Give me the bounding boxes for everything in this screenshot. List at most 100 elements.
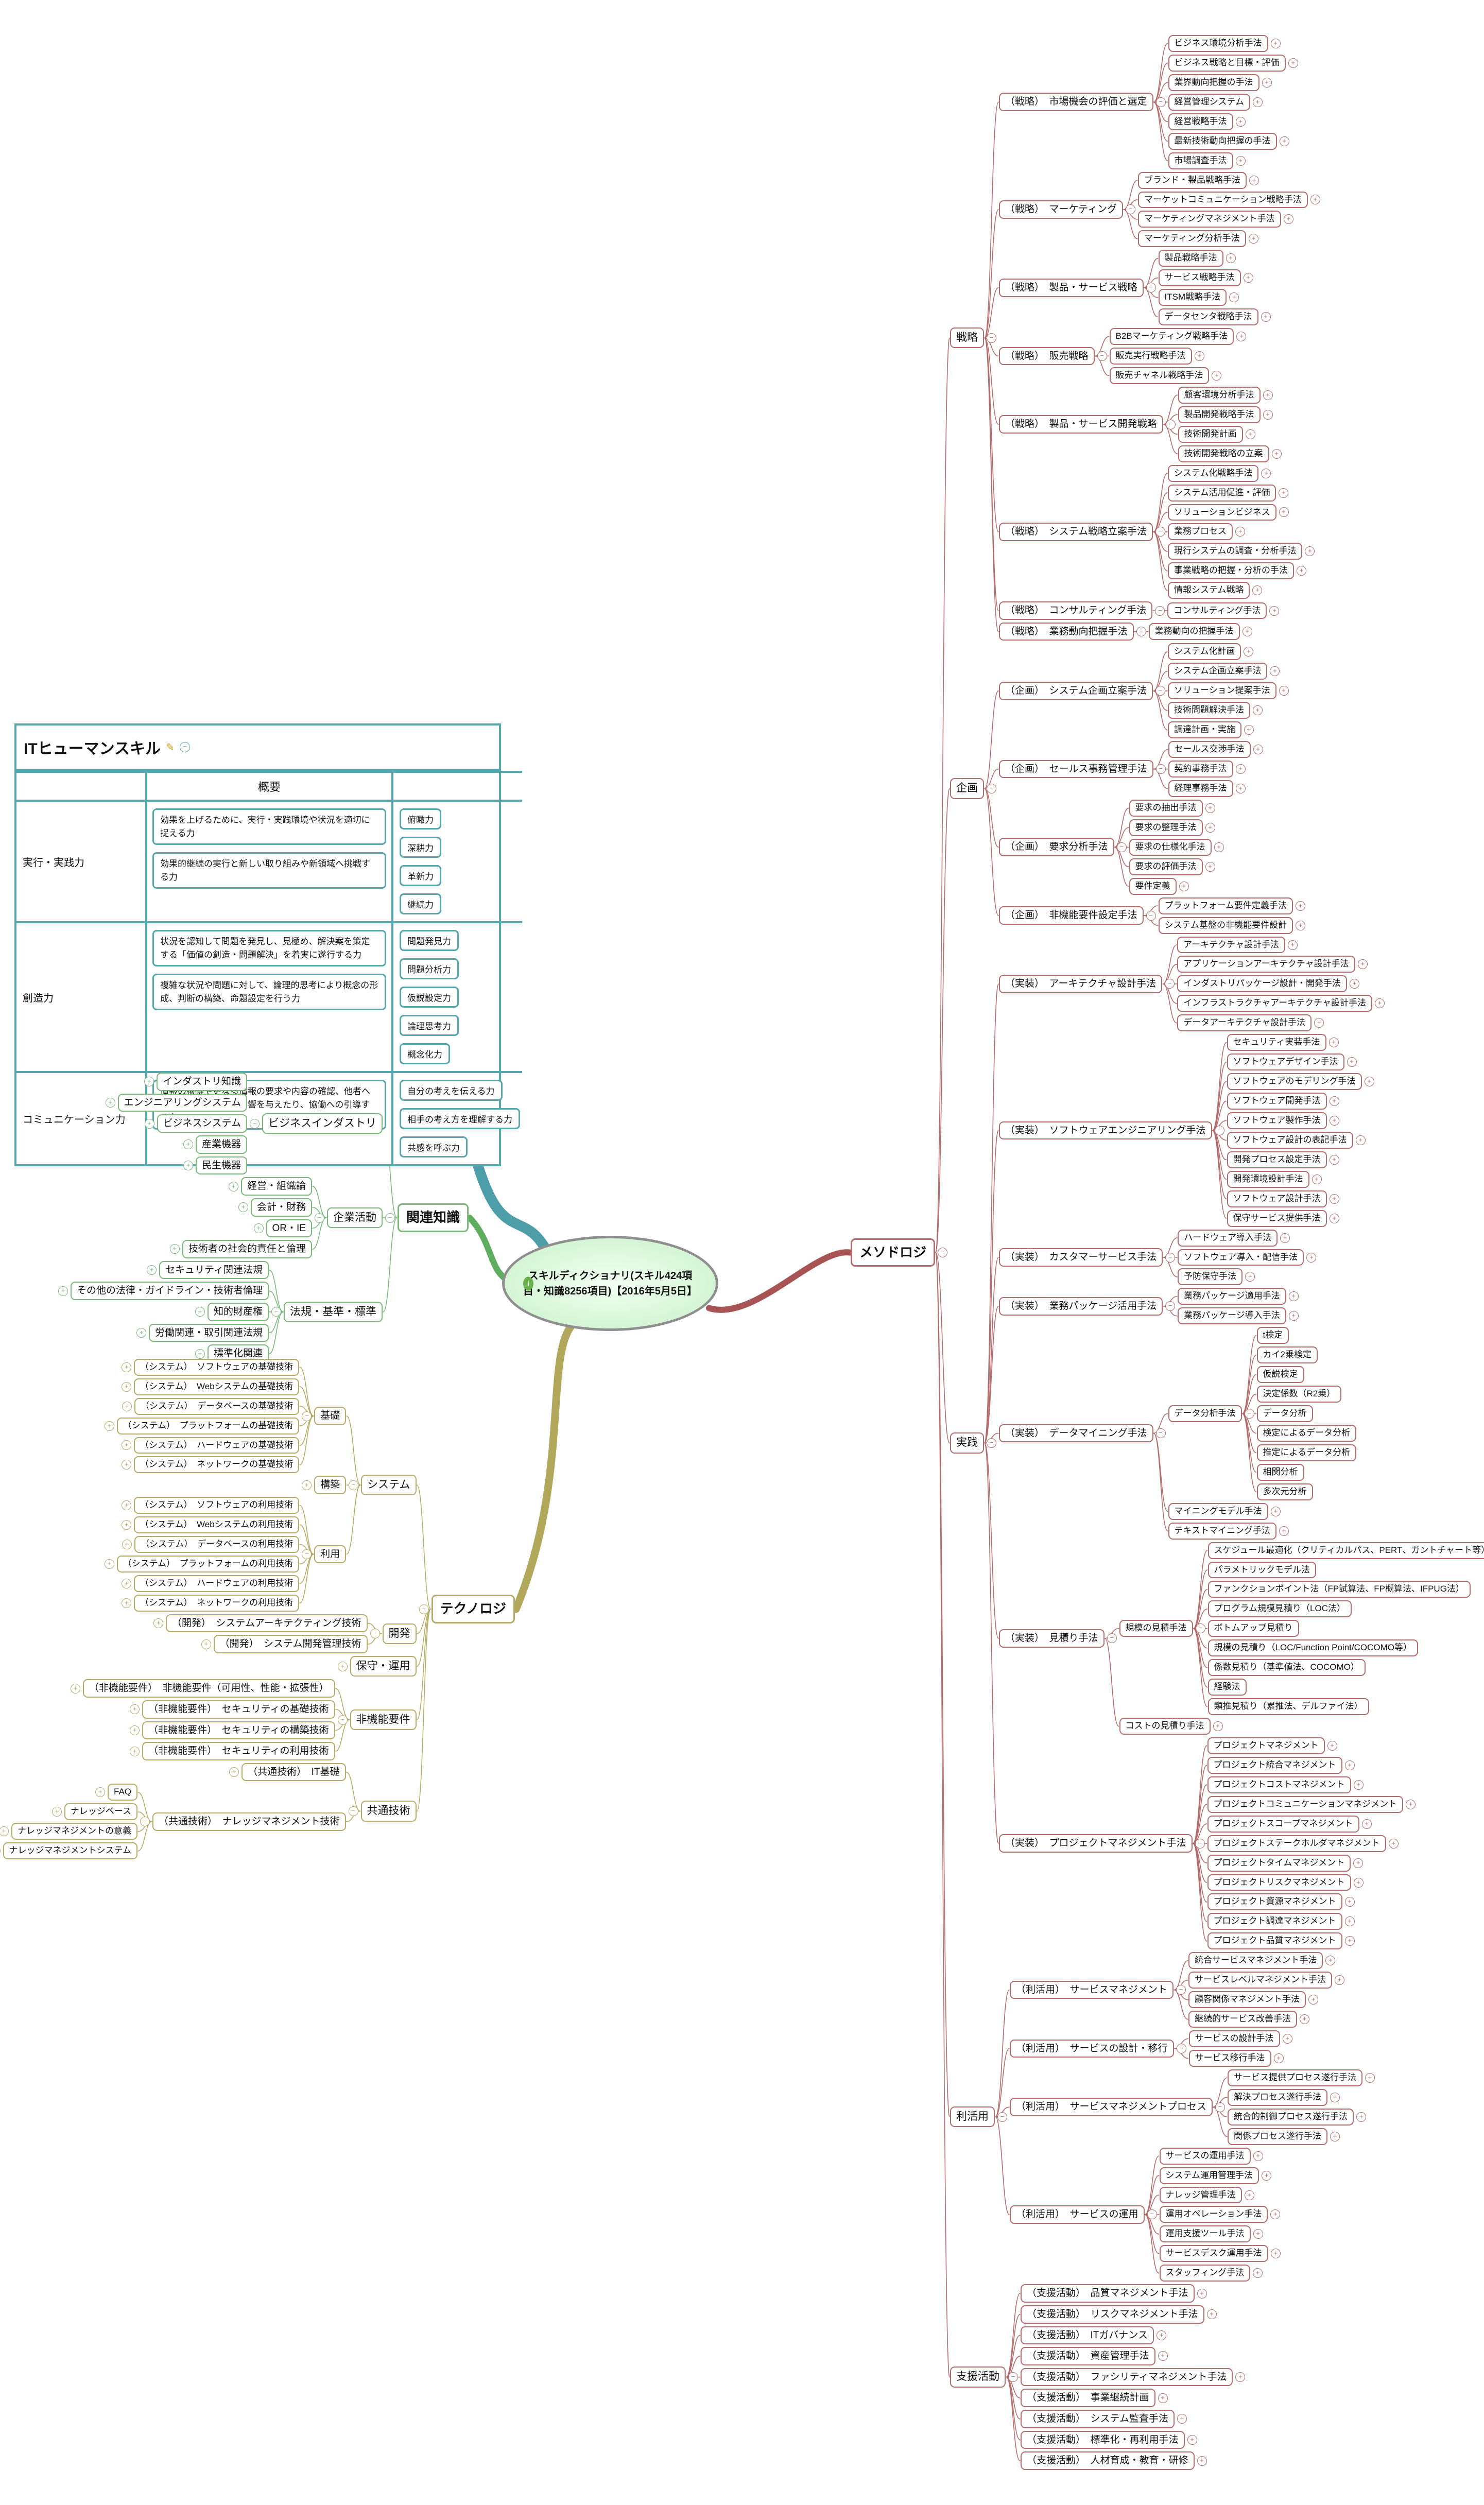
mindmap-node[interactable]: 関連知識	[397, 1203, 469, 1232]
mindmap-node[interactable]: （システム） ハードウェアの利用技術	[134, 1575, 300, 1592]
expand-icon[interactable]: +	[1349, 979, 1359, 989]
mindmap-node[interactable]: システム活用促進・評価	[1167, 484, 1276, 502]
expand-icon[interactable]: +	[1344, 1760, 1355, 1770]
expand-icon[interactable]: +	[144, 1118, 154, 1129]
mindmap-node[interactable]: 保守・運用	[350, 1655, 417, 1677]
collapse-icon[interactable]: −	[1146, 283, 1156, 293]
collapse-icon[interactable]: −	[1155, 527, 1165, 537]
mindmap-node[interactable]: 経営戦略手法	[1168, 113, 1233, 130]
expand-icon[interactable]: +	[1235, 156, 1246, 166]
mindmap-node[interactable]: メソドロジ	[851, 1238, 936, 1267]
mindmap-node[interactable]: （システム） プラットフォームの利用技術	[116, 1555, 300, 1573]
expand-icon[interactable]: +	[1356, 2112, 1366, 2122]
collapse-icon[interactable]: −	[1155, 764, 1166, 774]
mindmap-node[interactable]: サービス戦略手法	[1158, 269, 1241, 287]
mindmap-node[interactable]: （支援活動） 品質マネジメント手法	[1021, 2284, 1195, 2303]
expand-icon[interactable]: +	[104, 1421, 114, 1431]
mindmap-node[interactable]: 多次元分析	[1256, 1483, 1313, 1500]
mindmap-node[interactable]: ITSM戦略手法	[1158, 289, 1227, 306]
collapse-icon[interactable]: −	[1116, 842, 1127, 852]
mindmap-node[interactable]: （支援活動） リスクマネジメント手法	[1021, 2305, 1204, 2324]
expand-icon[interactable]: +	[1365, 2072, 1375, 2083]
collapse-icon[interactable]: −	[249, 1118, 260, 1129]
mindmap-node[interactable]: データ分析手法	[1168, 1405, 1242, 1422]
mindmap-node[interactable]: 推定によるデータ分析	[1256, 1444, 1357, 1461]
expand-icon[interactable]: +	[1263, 390, 1273, 400]
mindmap-node[interactable]: 運用オペレーション手法	[1159, 2206, 1268, 2223]
expand-icon[interactable]: +	[1197, 2288, 1207, 2299]
expand-icon[interactable]: +	[1330, 2092, 1340, 2102]
mindmap-node[interactable]: 利活用	[950, 2106, 995, 2128]
collapse-icon[interactable]: −	[1097, 351, 1107, 361]
expand-icon[interactable]: +	[1229, 292, 1239, 303]
mindmap-node[interactable]: 解決プロセス遂行手法	[1227, 2088, 1327, 2106]
expand-icon[interactable]: +	[1279, 488, 1289, 498]
expand-icon[interactable]: +	[1279, 686, 1289, 696]
expand-icon[interactable]: +	[1261, 312, 1271, 322]
mindmap-node[interactable]: FAQ	[108, 1784, 138, 1801]
expand-icon[interactable]: +	[1270, 666, 1280, 677]
expand-icon[interactable]: +	[1329, 1154, 1339, 1165]
mindmap-node[interactable]: 開発	[382, 1623, 417, 1644]
mindmap-node[interactable]: ビジネス戦略と目標・評価	[1168, 54, 1286, 72]
mindmap-node[interactable]: （共通技術） ナレッジマネジメント技術	[152, 1812, 346, 1831]
mindmap-node[interactable]: 利用	[314, 1545, 347, 1564]
mindmap-node[interactable]: マーケットコミュニケーション戦略手法	[1138, 191, 1308, 209]
mindmap-node[interactable]: パラメトリックモデル法	[1207, 1561, 1317, 1579]
collapse-icon[interactable]: −	[314, 1213, 324, 1223]
mindmap-node[interactable]: 民生機器	[195, 1156, 247, 1175]
mindmap-node[interactable]: 規模の見積り（LOC/Function Point/COCOMO等）	[1207, 1639, 1418, 1657]
mindmap-node[interactable]: 経験法	[1207, 1679, 1247, 1696]
mindmap-node[interactable]: （支援活動） 人材育成・教育・研修	[1021, 2451, 1195, 2470]
expand-icon[interactable]: +	[1244, 2190, 1254, 2200]
mindmap-node[interactable]: ソフトウェア製作手法	[1227, 1112, 1327, 1129]
central-topic[interactable]: i スキルディクショナリ(スキル424項目・知識8256項目)【2016年5月5…	[502, 1236, 718, 1331]
mindmap-node[interactable]: セキュリティ実装手法	[1227, 1034, 1326, 1051]
expand-icon[interactable]: +	[229, 1767, 239, 1777]
expand-icon[interactable]: +	[105, 1097, 115, 1108]
expand-icon[interactable]: +	[122, 1401, 132, 1411]
expand-icon[interactable]: +	[1206, 2309, 1217, 2320]
edit-icon[interactable]: ✎	[166, 741, 175, 753]
mindmap-node[interactable]: （実装） アーキテクチャ設計手法	[999, 975, 1163, 993]
expand-icon[interactable]: +	[1273, 2053, 1284, 2063]
mindmap-node[interactable]: プロジェクト調達マネジメント	[1207, 1913, 1342, 1930]
mindmap-node[interactable]: 決定係数（R2乗）	[1256, 1386, 1342, 1403]
expand-icon[interactable]: +	[195, 1349, 205, 1359]
mindmap-node[interactable]: （非機能要件） セキュリティの構築技術	[142, 1721, 335, 1740]
expand-icon[interactable]: +	[1288, 940, 1298, 950]
mindmap-node[interactable]: ビジネス環境分析手法	[1168, 35, 1268, 52]
expand-icon[interactable]: +	[1353, 1780, 1364, 1790]
expand-icon[interactable]: +	[1296, 566, 1306, 576]
mindmap-node[interactable]: ナレッジベース	[64, 1803, 138, 1821]
expand-icon[interactable]: +	[1226, 253, 1236, 264]
expand-icon[interactable]: +	[1355, 1135, 1366, 1145]
expand-icon[interactable]: +	[1288, 1311, 1299, 1321]
expand-icon[interactable]: +	[1329, 1213, 1339, 1223]
collapse-icon[interactable]: −	[1155, 97, 1166, 107]
mindmap-node[interactable]: OR・IE	[266, 1219, 312, 1238]
mindmap-node[interactable]: サービス移行手法	[1188, 2049, 1271, 2067]
expand-icon[interactable]: +	[1312, 1174, 1322, 1184]
expand-icon[interactable]: +	[1263, 409, 1273, 420]
mindmap-node[interactable]: （戦略） マーケティング	[999, 200, 1123, 219]
mindmap-node[interactable]: プロジェクトタイムマネジメント	[1207, 1854, 1351, 1872]
collapse-icon[interactable]: −	[1165, 1301, 1176, 1311]
expand-icon[interactable]: +	[1388, 1838, 1399, 1848]
collapse-icon[interactable]: −	[938, 1247, 948, 1257]
expand-icon[interactable]: +	[1253, 2229, 1263, 2239]
expand-icon[interactable]: +	[1262, 77, 1272, 88]
expand-icon[interactable]: +	[1253, 97, 1263, 107]
mindmap-node[interactable]: システム	[361, 1475, 417, 1496]
expand-icon[interactable]: +	[1305, 546, 1315, 557]
expand-icon[interactable]: +	[1205, 861, 1215, 872]
mindmap-node[interactable]: プラットフォーム要件定義手法	[1158, 897, 1293, 914]
expand-icon[interactable]: +	[51, 1807, 62, 1817]
mindmap-node[interactable]: 企業活動	[326, 1207, 383, 1229]
collapse-icon[interactable]: −	[302, 1411, 312, 1421]
expand-icon[interactable]: +	[122, 1381, 132, 1392]
mindmap-node[interactable]: データ分析	[1256, 1405, 1313, 1422]
mindmap-node[interactable]: 関係プロセス遂行手法	[1227, 2128, 1327, 2145]
collapse-icon[interactable]: −	[1146, 910, 1156, 921]
expand-icon[interactable]: +	[1244, 647, 1254, 657]
